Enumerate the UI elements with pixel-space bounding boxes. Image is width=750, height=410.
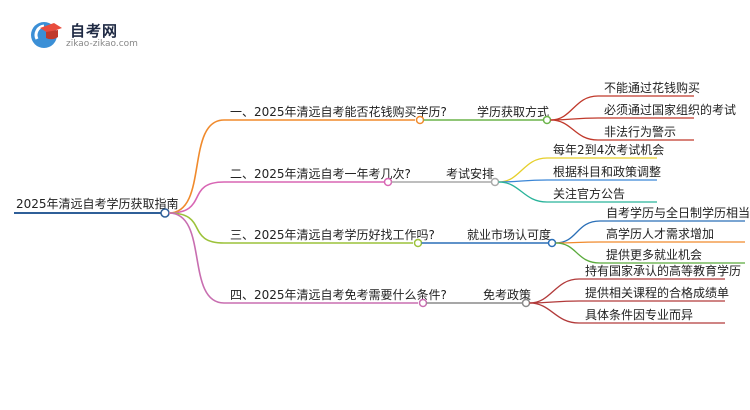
topic-node[interactable] <box>490 177 500 187</box>
leaf-label: 高学历人才需求增加 <box>606 226 714 241</box>
branch-node[interactable] <box>413 238 423 248</box>
leaf-label: 关注官方公告 <box>553 186 625 201</box>
leaf-label: 自考学历与全日制学历相当 <box>606 205 750 220</box>
branch-connector <box>168 212 225 304</box>
leaf-label: 每年2到4次考试机会 <box>553 142 664 157</box>
branch-label: 一、2025年清远自考能否花钱购买学历? <box>230 104 447 119</box>
topic-label: 免考政策 <box>483 287 531 302</box>
topic-node[interactable] <box>542 115 552 125</box>
leaf-connector <box>498 157 548 183</box>
leaf-label: 根据科目和政策调整 <box>553 164 661 179</box>
leaf-connector <box>529 278 580 304</box>
leaf-connector <box>550 95 599 121</box>
topic-node[interactable] <box>521 298 531 308</box>
graduation-cap-icon <box>31 22 62 48</box>
leaf-label: 必须通过国家组织的考试 <box>604 102 736 117</box>
leaf-label: 持有国家承认的高等教育学历 <box>585 263 741 278</box>
branch-node[interactable] <box>418 298 428 308</box>
branch-connector <box>168 181 225 214</box>
branch-node[interactable] <box>415 115 425 125</box>
leaf-label: 提供相关课程的合格成绩单 <box>585 285 729 300</box>
topic-label: 学历获取方式 <box>477 104 549 119</box>
leaf-label: 具体条件因专业而异 <box>585 307 693 322</box>
branch-connector <box>168 212 225 244</box>
topic-label: 就业市场认可度 <box>467 227 551 242</box>
root-node[interactable] <box>160 208 170 218</box>
logo-title: 自考网 <box>70 22 119 40</box>
topic-node[interactable] <box>547 238 557 248</box>
leaf-connector <box>555 220 601 244</box>
logo-subtitle: zikao-zikao.com <box>66 39 138 49</box>
leaf-label: 不能通过花钱购买 <box>604 80 700 95</box>
leaf-connector <box>550 119 599 141</box>
site-logo[interactable]: 自考网 zikao-zikao.com <box>28 18 138 50</box>
branch-node[interactable] <box>383 177 393 187</box>
branch-connector <box>168 119 225 214</box>
branch-label: 三、2025年清远自考学历好找工作吗? <box>230 227 435 242</box>
branch-label: 四、2025年清远自考免考需要什么条件? <box>230 287 447 302</box>
leaf-label: 提供更多就业机会 <box>606 247 702 262</box>
topic-label: 考试安排 <box>446 166 494 181</box>
leaf-connector <box>555 242 601 264</box>
leaf-connector <box>529 302 580 324</box>
branch-label: 二、2025年清远自考一年考几次? <box>230 167 411 181</box>
root-label: 2025年清远自考学历获取指南 <box>16 196 179 211</box>
leaf-connector <box>498 181 548 203</box>
leaf-label: 非法行为警示 <box>604 124 676 139</box>
